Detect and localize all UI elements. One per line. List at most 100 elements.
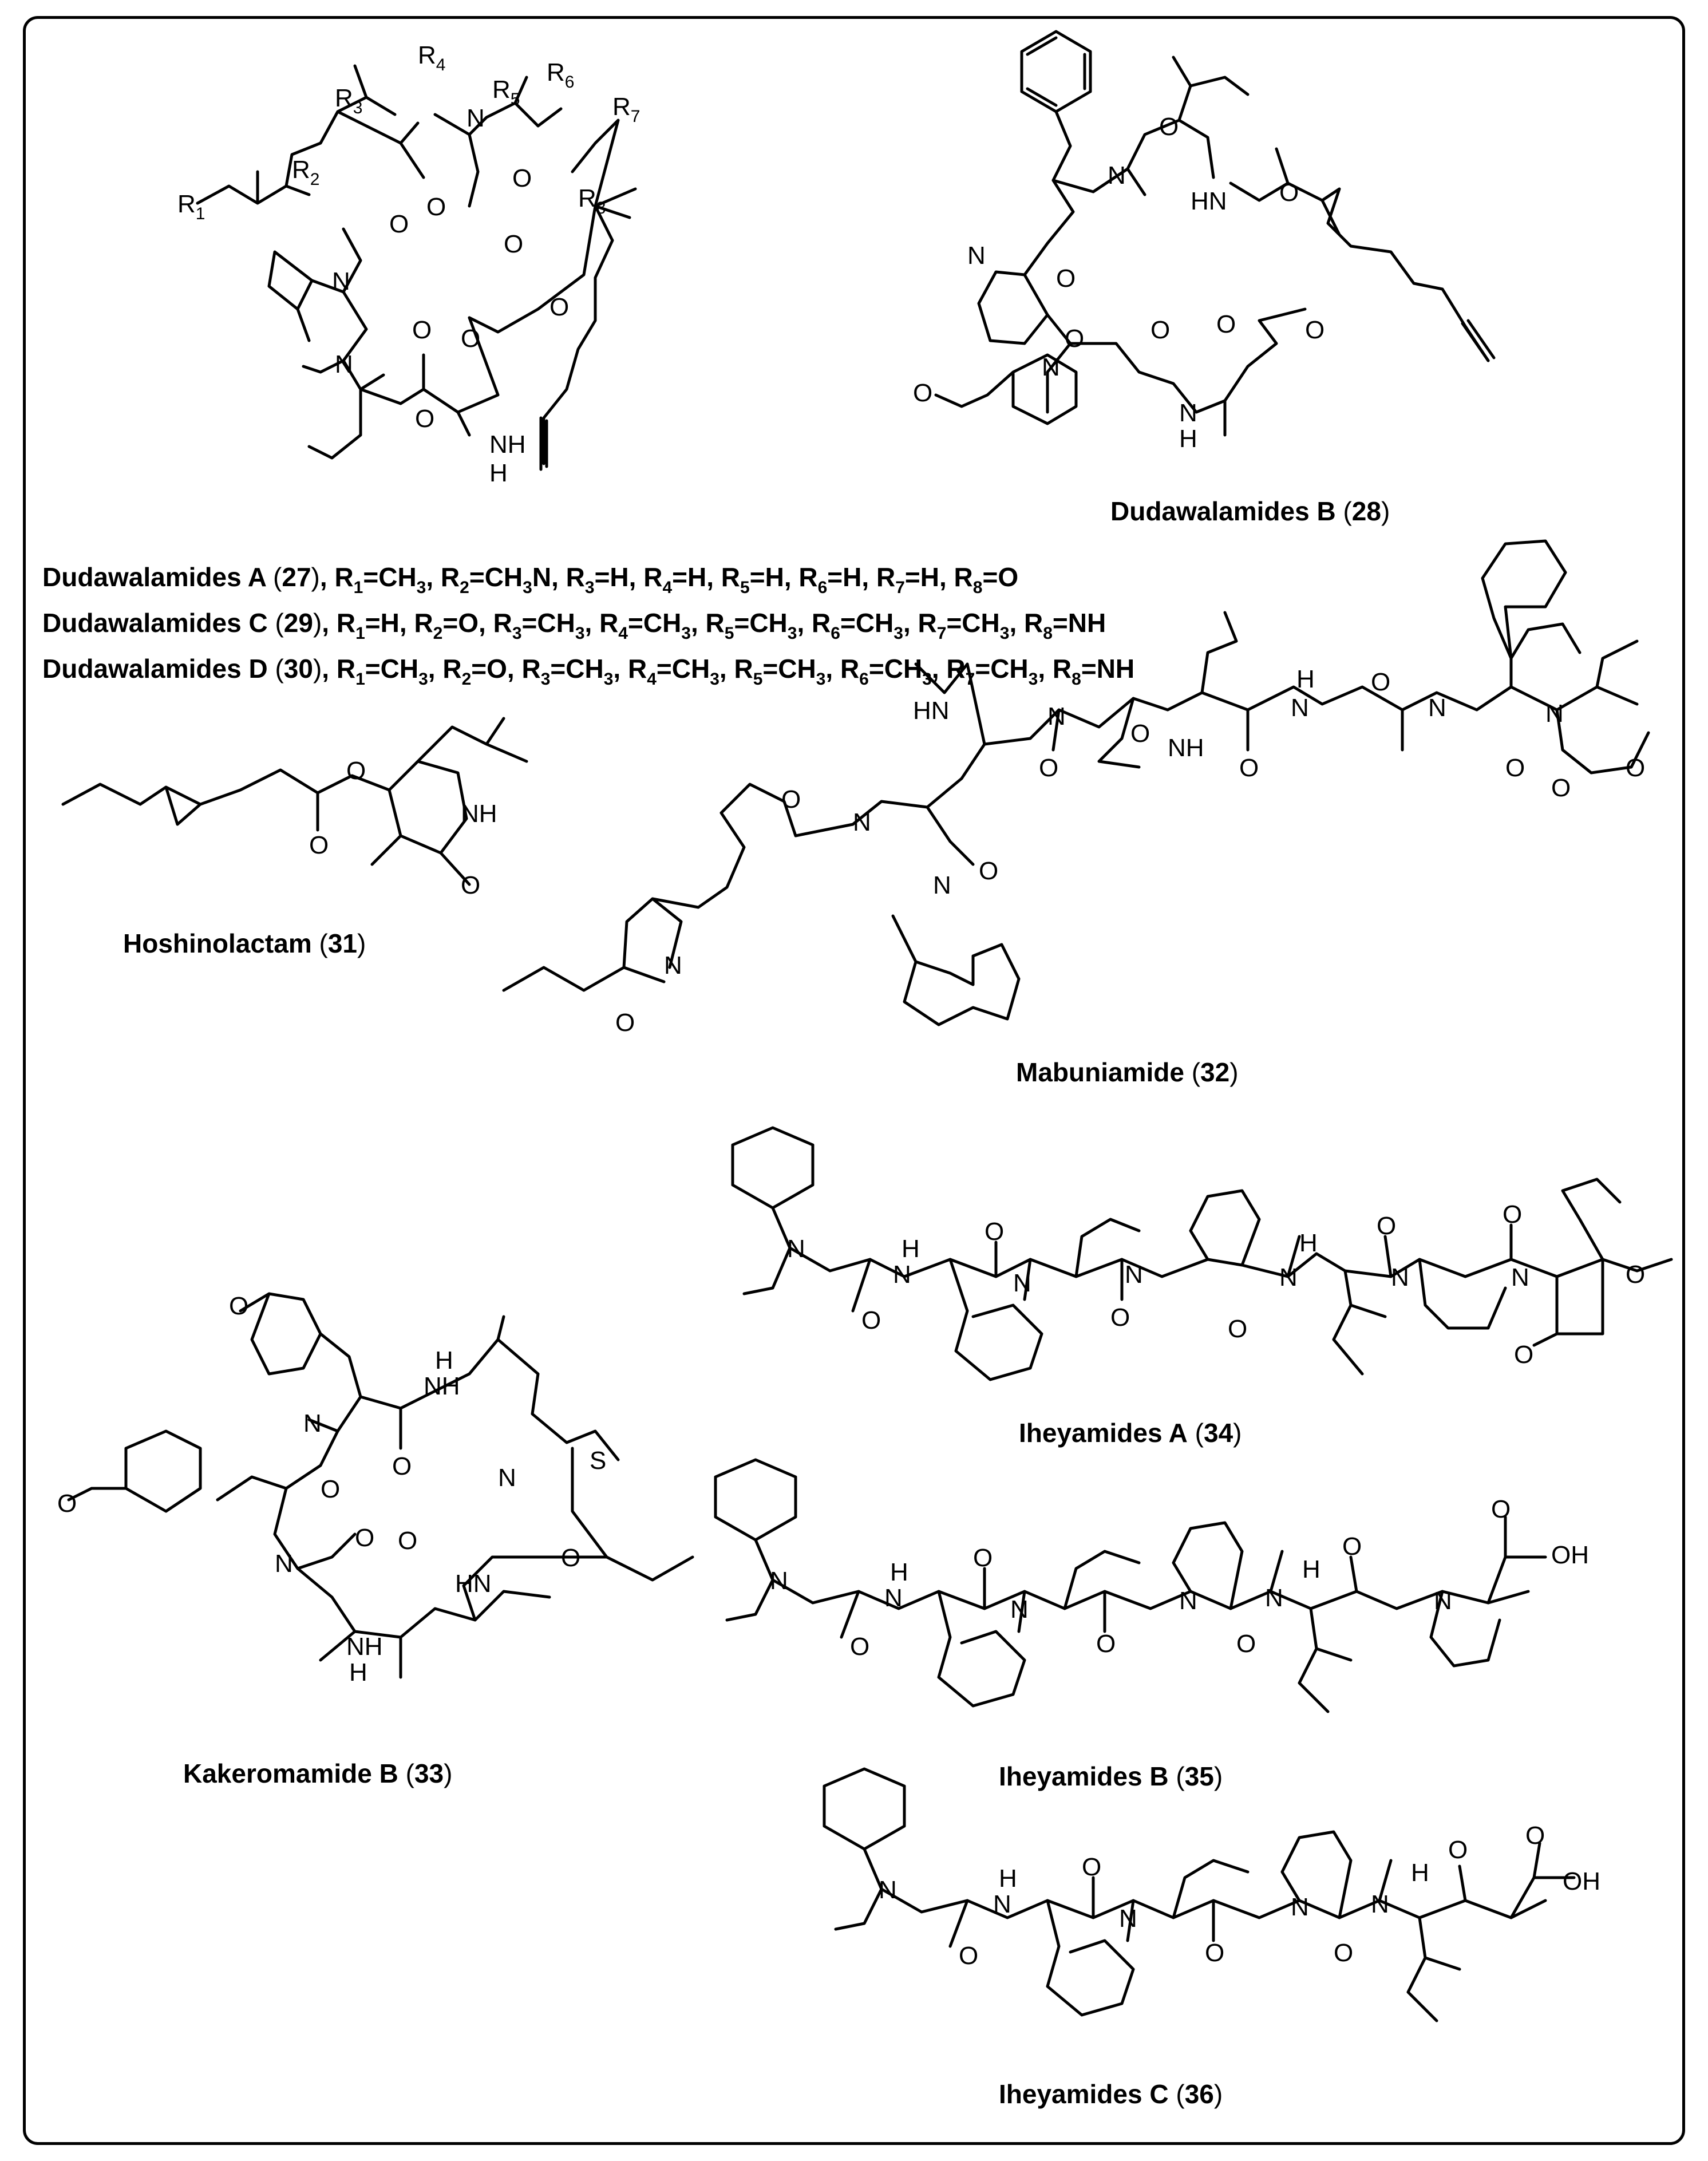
atom-o: O xyxy=(229,1292,249,1320)
atom-n: N xyxy=(1291,1893,1309,1921)
atom-o: O xyxy=(549,293,570,321)
iheyamide-b-structure xyxy=(714,1458,1547,1713)
legend-compound-name: Dudawalamides C xyxy=(42,608,268,638)
subscript: 3 xyxy=(603,670,614,689)
atom-n: N xyxy=(498,1464,516,1492)
atom-n: N xyxy=(303,1409,322,1437)
r3-label: R3 xyxy=(335,86,362,117)
r4-index: 4 xyxy=(436,56,446,74)
atom-oh: OH xyxy=(1563,1867,1600,1895)
r-letter: R xyxy=(335,84,353,112)
subscript: 3 xyxy=(1028,670,1038,689)
atom-n: N xyxy=(853,808,871,836)
atom-oh: OH xyxy=(1551,1541,1589,1569)
legend-r3: R3=CH3 xyxy=(493,608,585,643)
atom-n: N xyxy=(1179,399,1197,427)
atom-o: O xyxy=(1514,1341,1534,1369)
compound-name: Mabuniamide xyxy=(1016,1057,1184,1087)
r-letter: R xyxy=(292,156,310,184)
subscript: 7 xyxy=(965,670,975,689)
atom-h: H xyxy=(1179,425,1197,453)
iheyamide-c-structure xyxy=(823,1767,1576,2022)
atom-o: O xyxy=(615,1009,635,1037)
r8-index: 8 xyxy=(596,199,606,218)
atom-o: O xyxy=(461,871,481,899)
atom-n: N xyxy=(967,242,986,270)
atom-n: N xyxy=(1042,353,1060,381)
atom-n: N xyxy=(1371,1890,1389,1918)
subscript: 3 xyxy=(584,578,595,597)
subscript: 1 xyxy=(355,624,365,643)
r4-label: R4 xyxy=(418,43,445,74)
legend-r2: R2=O xyxy=(442,654,507,689)
atom-s: S xyxy=(590,1447,607,1475)
figure-frame xyxy=(23,16,1685,2145)
atom-o: O xyxy=(1039,754,1059,782)
subscript: 2 xyxy=(460,578,469,597)
legend-compound-name: Dudawalamides A xyxy=(42,562,266,592)
atom-o: O xyxy=(1082,1853,1102,1881)
atom-n: N xyxy=(933,871,951,899)
r1-label: R1 xyxy=(177,192,205,223)
atom-o: O xyxy=(426,193,446,221)
hoshinolactam-structure xyxy=(61,717,528,886)
subscript: 3 xyxy=(816,670,826,689)
subscript: 5 xyxy=(740,578,750,597)
atom-o: O xyxy=(512,164,532,192)
atom-n: N xyxy=(1545,700,1564,728)
legend-r7: R7=CH3 xyxy=(918,608,1010,643)
subscript: 3 xyxy=(922,670,932,689)
atom-nh: NH xyxy=(424,1372,460,1400)
atom-o: O xyxy=(504,230,524,258)
atom-hn: HN xyxy=(1191,187,1227,215)
subscript: 6 xyxy=(831,624,840,643)
atom-o: O xyxy=(57,1490,77,1518)
legend-compound-number: 27 xyxy=(282,562,311,592)
subscript: 3 xyxy=(523,578,532,597)
atom-h: H xyxy=(349,1658,367,1686)
atom-o: O xyxy=(913,379,933,407)
mabuniamide-structure xyxy=(502,539,1650,1026)
atom-o: O xyxy=(1216,310,1236,338)
r-letter: R xyxy=(177,190,196,218)
atom-h: H xyxy=(435,1346,453,1374)
atom-nh: NH xyxy=(1168,734,1204,762)
r6-label: R6 xyxy=(547,60,574,91)
atom-o: O xyxy=(1239,754,1259,782)
atom-n: N xyxy=(1391,1263,1409,1291)
compound-name: Kakeromamide B xyxy=(183,1759,398,1788)
atom-n: N xyxy=(1428,694,1446,722)
subscript: 4 xyxy=(647,670,657,689)
atom-o: O xyxy=(398,1527,418,1555)
subscript: 4 xyxy=(618,624,628,643)
atom-o: O xyxy=(985,1218,1005,1246)
subscript: 8 xyxy=(1043,624,1053,643)
r2-index: 2 xyxy=(310,170,320,189)
atom-n: N xyxy=(1511,1263,1529,1291)
atom-n: N xyxy=(1013,1269,1031,1297)
atom-o: O xyxy=(781,785,801,813)
atom-n: N xyxy=(879,1876,897,1904)
legend-r4: R4=H xyxy=(643,562,707,597)
compound-number: 28 xyxy=(1351,496,1381,526)
atom-o: O xyxy=(973,1544,993,1572)
caption-dudawalamide-b: Dudawalamides B (28) xyxy=(1110,496,1390,526)
atom-o: O xyxy=(1150,316,1171,344)
atom-o: O xyxy=(1334,1939,1354,1967)
subscript: 1 xyxy=(353,578,363,597)
legend-row: Dudawalamides A (27), R1=CH3, R2=CH3N, R… xyxy=(42,562,1019,597)
atom-n: N xyxy=(1010,1595,1029,1623)
subscript: 3 xyxy=(710,670,719,689)
atom-o: O xyxy=(1065,325,1085,353)
legend-r4: R4=CH3 xyxy=(599,608,691,643)
legend-r6: R6=H xyxy=(798,562,862,597)
legend-r5: R5=H xyxy=(721,562,784,597)
atom-o: O xyxy=(1279,179,1299,207)
kakeromamide-b-structure xyxy=(67,1292,694,1679)
atom-o: O xyxy=(1342,1532,1362,1560)
subscript: 8 xyxy=(972,578,983,597)
legend-r1: R1=CH3 xyxy=(336,654,428,689)
atom-n: N xyxy=(332,267,350,295)
subscript: 3 xyxy=(787,624,797,643)
